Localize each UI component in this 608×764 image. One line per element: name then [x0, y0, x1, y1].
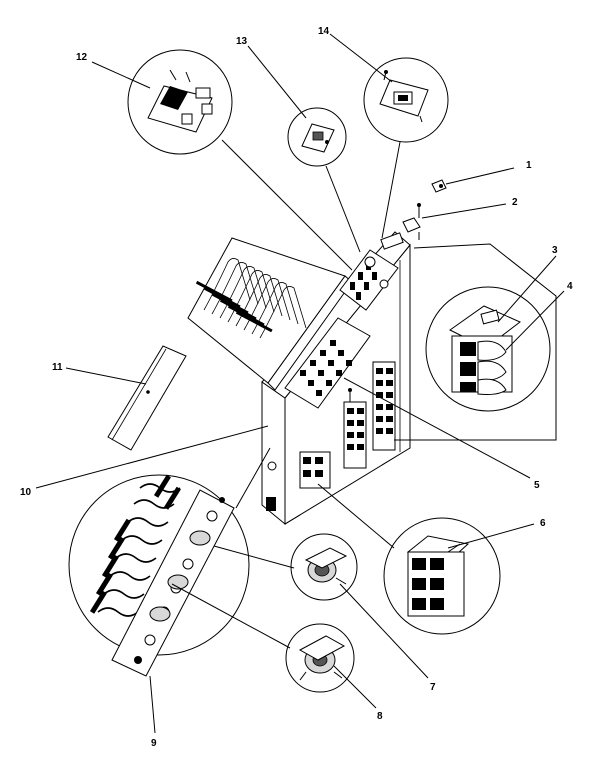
detail-circle-12 [127, 49, 233, 155]
callout-10: 10 [20, 487, 32, 498]
detail-circle-8 [285, 623, 355, 693]
callout-4: 4 [567, 281, 573, 292]
terminal-strips [299, 361, 396, 489]
callout-7: 7 [430, 682, 436, 693]
detail-circle-3-4 [425, 286, 551, 412]
callout-2: 2 [512, 197, 518, 208]
callout-11: 11 [52, 362, 63, 373]
callout-12: 12 [76, 52, 88, 63]
callout-14: 14 [318, 26, 330, 37]
callout-13: 13 [236, 36, 248, 47]
clip-2 [402, 203, 421, 240]
heating-element-assembly [187, 232, 404, 409]
callout-3: 3 [552, 245, 558, 256]
detail-circle-9 [68, 474, 250, 677]
callout-labels: 1 2 3 4 5 6 7 8 9 10 11 12 13 14 [20, 26, 573, 749]
detail-circle-6 [383, 517, 501, 635]
detail-circle-7 [290, 533, 358, 601]
callout-8: 8 [377, 711, 383, 722]
callout-1: 1 [526, 160, 532, 171]
detail-circle-14 [363, 57, 449, 143]
detail-circle-13 [287, 107, 347, 167]
callout-5: 5 [534, 480, 540, 491]
leader-lines [35, 33, 565, 734]
clip-1 [431, 179, 447, 193]
callout-9: 9 [151, 738, 157, 749]
cover-strip-11 [107, 345, 187, 451]
callout-6: 6 [540, 518, 546, 529]
